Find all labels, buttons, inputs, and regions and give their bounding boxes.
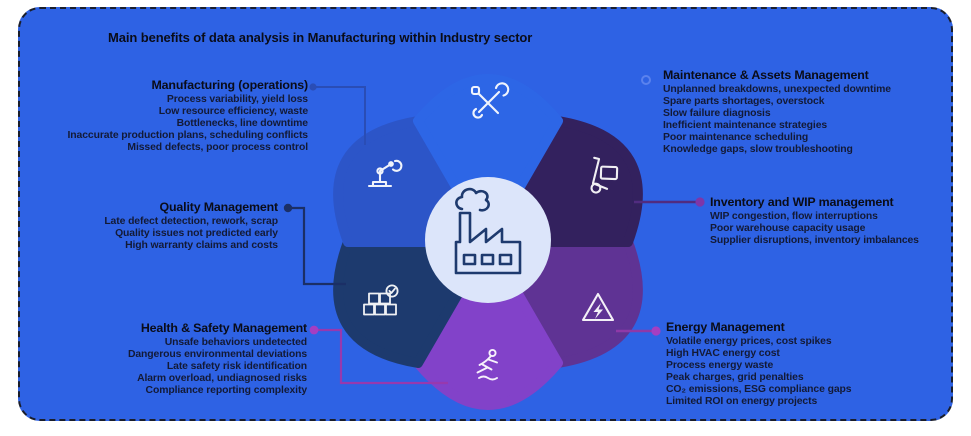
section-line: Poor warehouse capacity usage	[710, 222, 866, 234]
section-heading: Health & Safety Management	[140, 321, 307, 335]
section-health-safety: Health & Safety Management Unsafe behavi…	[57, 321, 307, 397]
section-manufacturing: Manufacturing (operations) Process varia…	[56, 78, 309, 154]
section-line: WIP congestion, flow interruptions	[710, 211, 878, 222]
section-line: Compliance reporting complexity	[145, 384, 308, 396]
section-line: Dangerous environmental deviations	[127, 348, 307, 360]
section-quality: Quality Management Late defect detection…	[38, 200, 278, 252]
section-heading: Energy Management	[666, 320, 785, 334]
page-title: Main benefits of data analysis in Manufa…	[108, 30, 533, 45]
section-line: Alarm overload, undiagnosed risks	[137, 372, 307, 384]
section-inventory-wip: Inventory and WIP management WIP congest…	[710, 195, 962, 247]
section-line: Unplanned breakdowns, unexpected downtim…	[663, 84, 891, 95]
section-line: Inaccurate production plans, scheduling …	[67, 129, 309, 141]
section-line: Process energy waste	[666, 359, 774, 371]
section-line: Late defect detection, rework, scrap	[104, 216, 278, 227]
section-line: CO₂ emissions, ESG compliance gaps	[666, 383, 852, 395]
section-line: Peak charges, grid penalties	[666, 371, 804, 383]
section-energy: Energy Management Volatile energy prices…	[666, 320, 918, 407]
section-heading: Manufacturing (operations)	[151, 78, 309, 92]
section-line: Knowledge gaps, slow troubleshooting	[663, 143, 853, 155]
section-line: Supplier disruptions, inventory imbalanc…	[710, 234, 919, 246]
section-heading: Quality Management	[159, 200, 279, 214]
section-line: Quality issues not predicted early	[115, 227, 278, 239]
section-line: Process variability, yield loss	[166, 94, 308, 105]
section-line: Spare parts shortages, overstock	[663, 95, 825, 107]
section-line: High warranty claims and costs	[125, 239, 278, 251]
section-line: High HVAC energy cost	[666, 347, 780, 359]
section-line: Inefficient maintenance strategies	[663, 119, 828, 131]
section-heading: Inventory and WIP management	[710, 195, 894, 209]
section-line: Low resource efficiency, waste	[158, 105, 308, 117]
section-line: Volatile energy prices, cost spikes	[666, 336, 832, 347]
section-maintenance: Maintenance & Assets Management Unplanne…	[663, 68, 929, 155]
section-line: Poor maintenance scheduling	[663, 131, 809, 143]
section-line: Missed defects, poor process control	[127, 141, 308, 153]
section-line: Limited ROI on energy projects	[666, 395, 818, 407]
section-line: Bottlenecks, line downtime	[176, 117, 308, 129]
section-line: Slow failure diagnosis	[663, 107, 771, 119]
section-heading: Maintenance & Assets Management	[663, 68, 869, 82]
section-line: Late safety risk identification	[166, 360, 307, 372]
section-line: Unsafe behaviors undetected	[164, 337, 307, 348]
